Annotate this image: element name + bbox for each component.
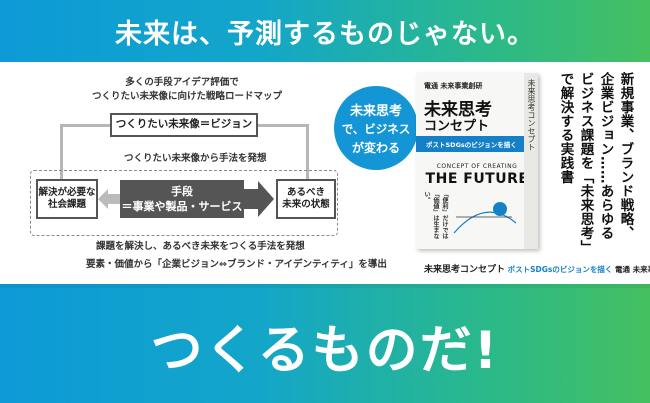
- label-solve: 課題を解決し、あるべき未来をつくる手法を発想: [96, 241, 305, 252]
- diagram-header-line1: 多くの手段アイデア評価で: [125, 77, 239, 88]
- vertical-line-2: 企業ビジョン……あらゆる: [597, 72, 614, 240]
- vision-box-label: つくりたい未来像＝ビジョン: [115, 118, 253, 131]
- arrow-left-icon: [98, 189, 120, 209]
- book-spine: 未来思考コンセプト: [524, 73, 538, 249]
- bottom-headline: つくるものだ!: [0, 300, 650, 390]
- problem-box: 解決が必要な 社会課題: [36, 179, 98, 219]
- book-publisher: 電通 未来事業創研: [424, 82, 483, 90]
- book-title-line1: 未来思考: [424, 100, 492, 120]
- book-diagram-icon: [453, 202, 517, 234]
- book-quote: 「便利」だけでは「価値」は生まない。: [423, 191, 448, 239]
- means-box: 手段 ＝事業や製品・サービス: [120, 180, 244, 218]
- book-future-title: THE FUTURE: [425, 171, 529, 187]
- top-headline-text: 未来は、予測するものじゃない。: [115, 18, 535, 50]
- bubble-line3: が変わる: [351, 141, 400, 155]
- means-box-line1: 手段: [171, 184, 193, 198]
- problem-box-line2: 社会課題: [47, 199, 86, 210]
- vertical-line-3: ビジネス課題を「未来思考」: [577, 72, 594, 254]
- content-panel: 多くの手段アイデア評価で つくりたい未来像に向けた戦略ロードマップ つくりたい未…: [0, 62, 650, 284]
- arrow-right-icon: [244, 181, 274, 217]
- connector-right: [306, 124, 309, 179]
- panel-shadow: [0, 284, 650, 288]
- bubble-line1: 未来思考: [349, 104, 402, 119]
- book-caption: 未来思考コンセプト ポストSDGsのビジョンを描く 電通 未来事業創研: [424, 262, 650, 275]
- top-headline: 未来は、予測するものじゃない。: [0, 0, 650, 62]
- means-box-line2: ＝事業や製品・サービス: [121, 200, 243, 213]
- connector-left: [60, 124, 63, 179]
- caption-title: 未来思考コンセプト: [424, 265, 506, 275]
- ideal-box: あるべき 未来の状態: [276, 179, 336, 219]
- diagram-header-line2: つくりたい未来像に向けた戦略ロードマップ: [92, 91, 283, 102]
- book-subtitle-band: ポストSDGsのビジョンを描く: [416, 136, 538, 152]
- ideal-box-line2: 未来の状態: [282, 199, 330, 210]
- label-method-from-vision: つくりたい未来像から手法を発想: [124, 153, 267, 164]
- ideal-box-line1: あるべき: [286, 186, 325, 198]
- book-spine-title: 未来思考コンセプト: [527, 79, 536, 151]
- bubble-line2: で、ビジネス: [341, 122, 411, 136]
- vision-box: つくりたい未来像＝ビジョン: [110, 113, 258, 137]
- book-cover[interactable]: 電通 未来事業創研 未来思考 コンセプト ポストSDGsのビジョンを描く CON…: [416, 73, 538, 249]
- caption-publisher: 電通 未来事業創研: [615, 265, 650, 274]
- vertical-line-4: で解決する実践書: [557, 72, 574, 184]
- label-bottom: 要素・価値から「企業ビジョン⇔ブランド・アイデンティティ」を導出: [86, 259, 387, 270]
- problem-box-line1: 解決が必要な: [38, 186, 96, 198]
- book-concept-label: CONCEPT OF CREATING: [436, 163, 518, 170]
- dashed-frame: [30, 170, 338, 236]
- bottom-headline-text: つくるものだ!: [150, 320, 500, 381]
- diagram-header: 多くの手段アイデア評価で つくりたい未来像に向けた戦略ロードマップ: [92, 74, 283, 102]
- vertical-line-1: 新規事業、ブランド戦略、: [617, 72, 634, 240]
- caption-subtitle: ポストSDGsのビジョンを描く: [507, 265, 613, 274]
- book-title-line2: コンセプト: [424, 119, 490, 134]
- tagline-bubble: 未来思考 で、ビジネス が変わる: [334, 86, 418, 170]
